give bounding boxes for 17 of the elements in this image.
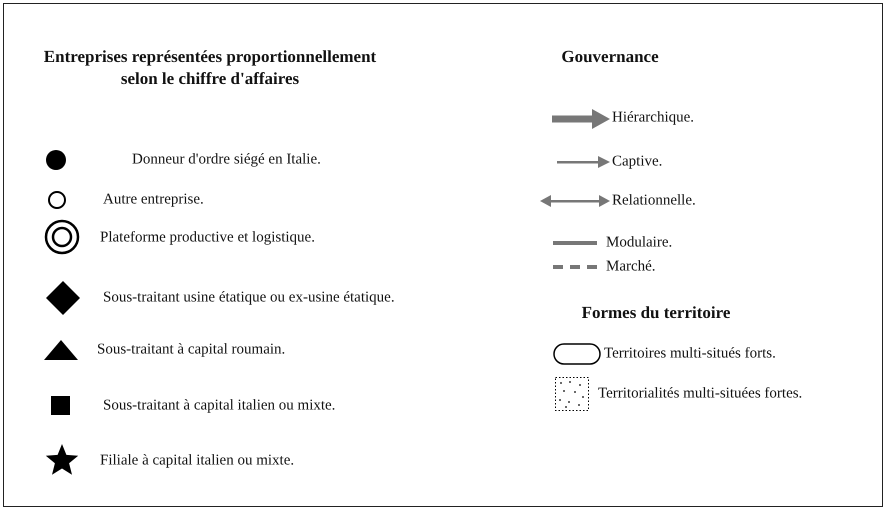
legend-text: Marché.: [606, 258, 656, 276]
legend-heading: Formes du territoire: [580, 302, 732, 324]
legend-text: Plateforme productive et logistique.: [100, 230, 315, 246]
legend-text: Sous-traitant à capital roumain.: [97, 342, 286, 358]
legend-text: Sous-traitant usine étatique ou ex-usine étatique.: [103, 290, 395, 306]
legend-text: Filiale à capital italien ou mixte.: [100, 452, 294, 470]
legend-text: Modulaire.: [606, 234, 672, 252]
legend-text: Captive.: [612, 154, 662, 170]
legend-text: Hiérarchique.: [612, 110, 694, 126]
legend-text: Sous-traitant à capital italien ou mixte.: [103, 398, 336, 414]
legend-text: Autre entreprise.: [103, 192, 204, 208]
legend-heading: Entreprises représentées proportionnellement selon le chiffre d'affaires: [42, 46, 378, 90]
legend-text: Donneur d'ordre siégé en Italie.: [132, 152, 321, 168]
legend-text: Territorialités multi-situées fortes.: [598, 386, 802, 402]
legend-text: Territoires multi-situés forts.: [604, 346, 776, 362]
legend-text: Relationnelle.: [612, 192, 696, 210]
legend-heading: Gouvernance: [560, 46, 660, 68]
